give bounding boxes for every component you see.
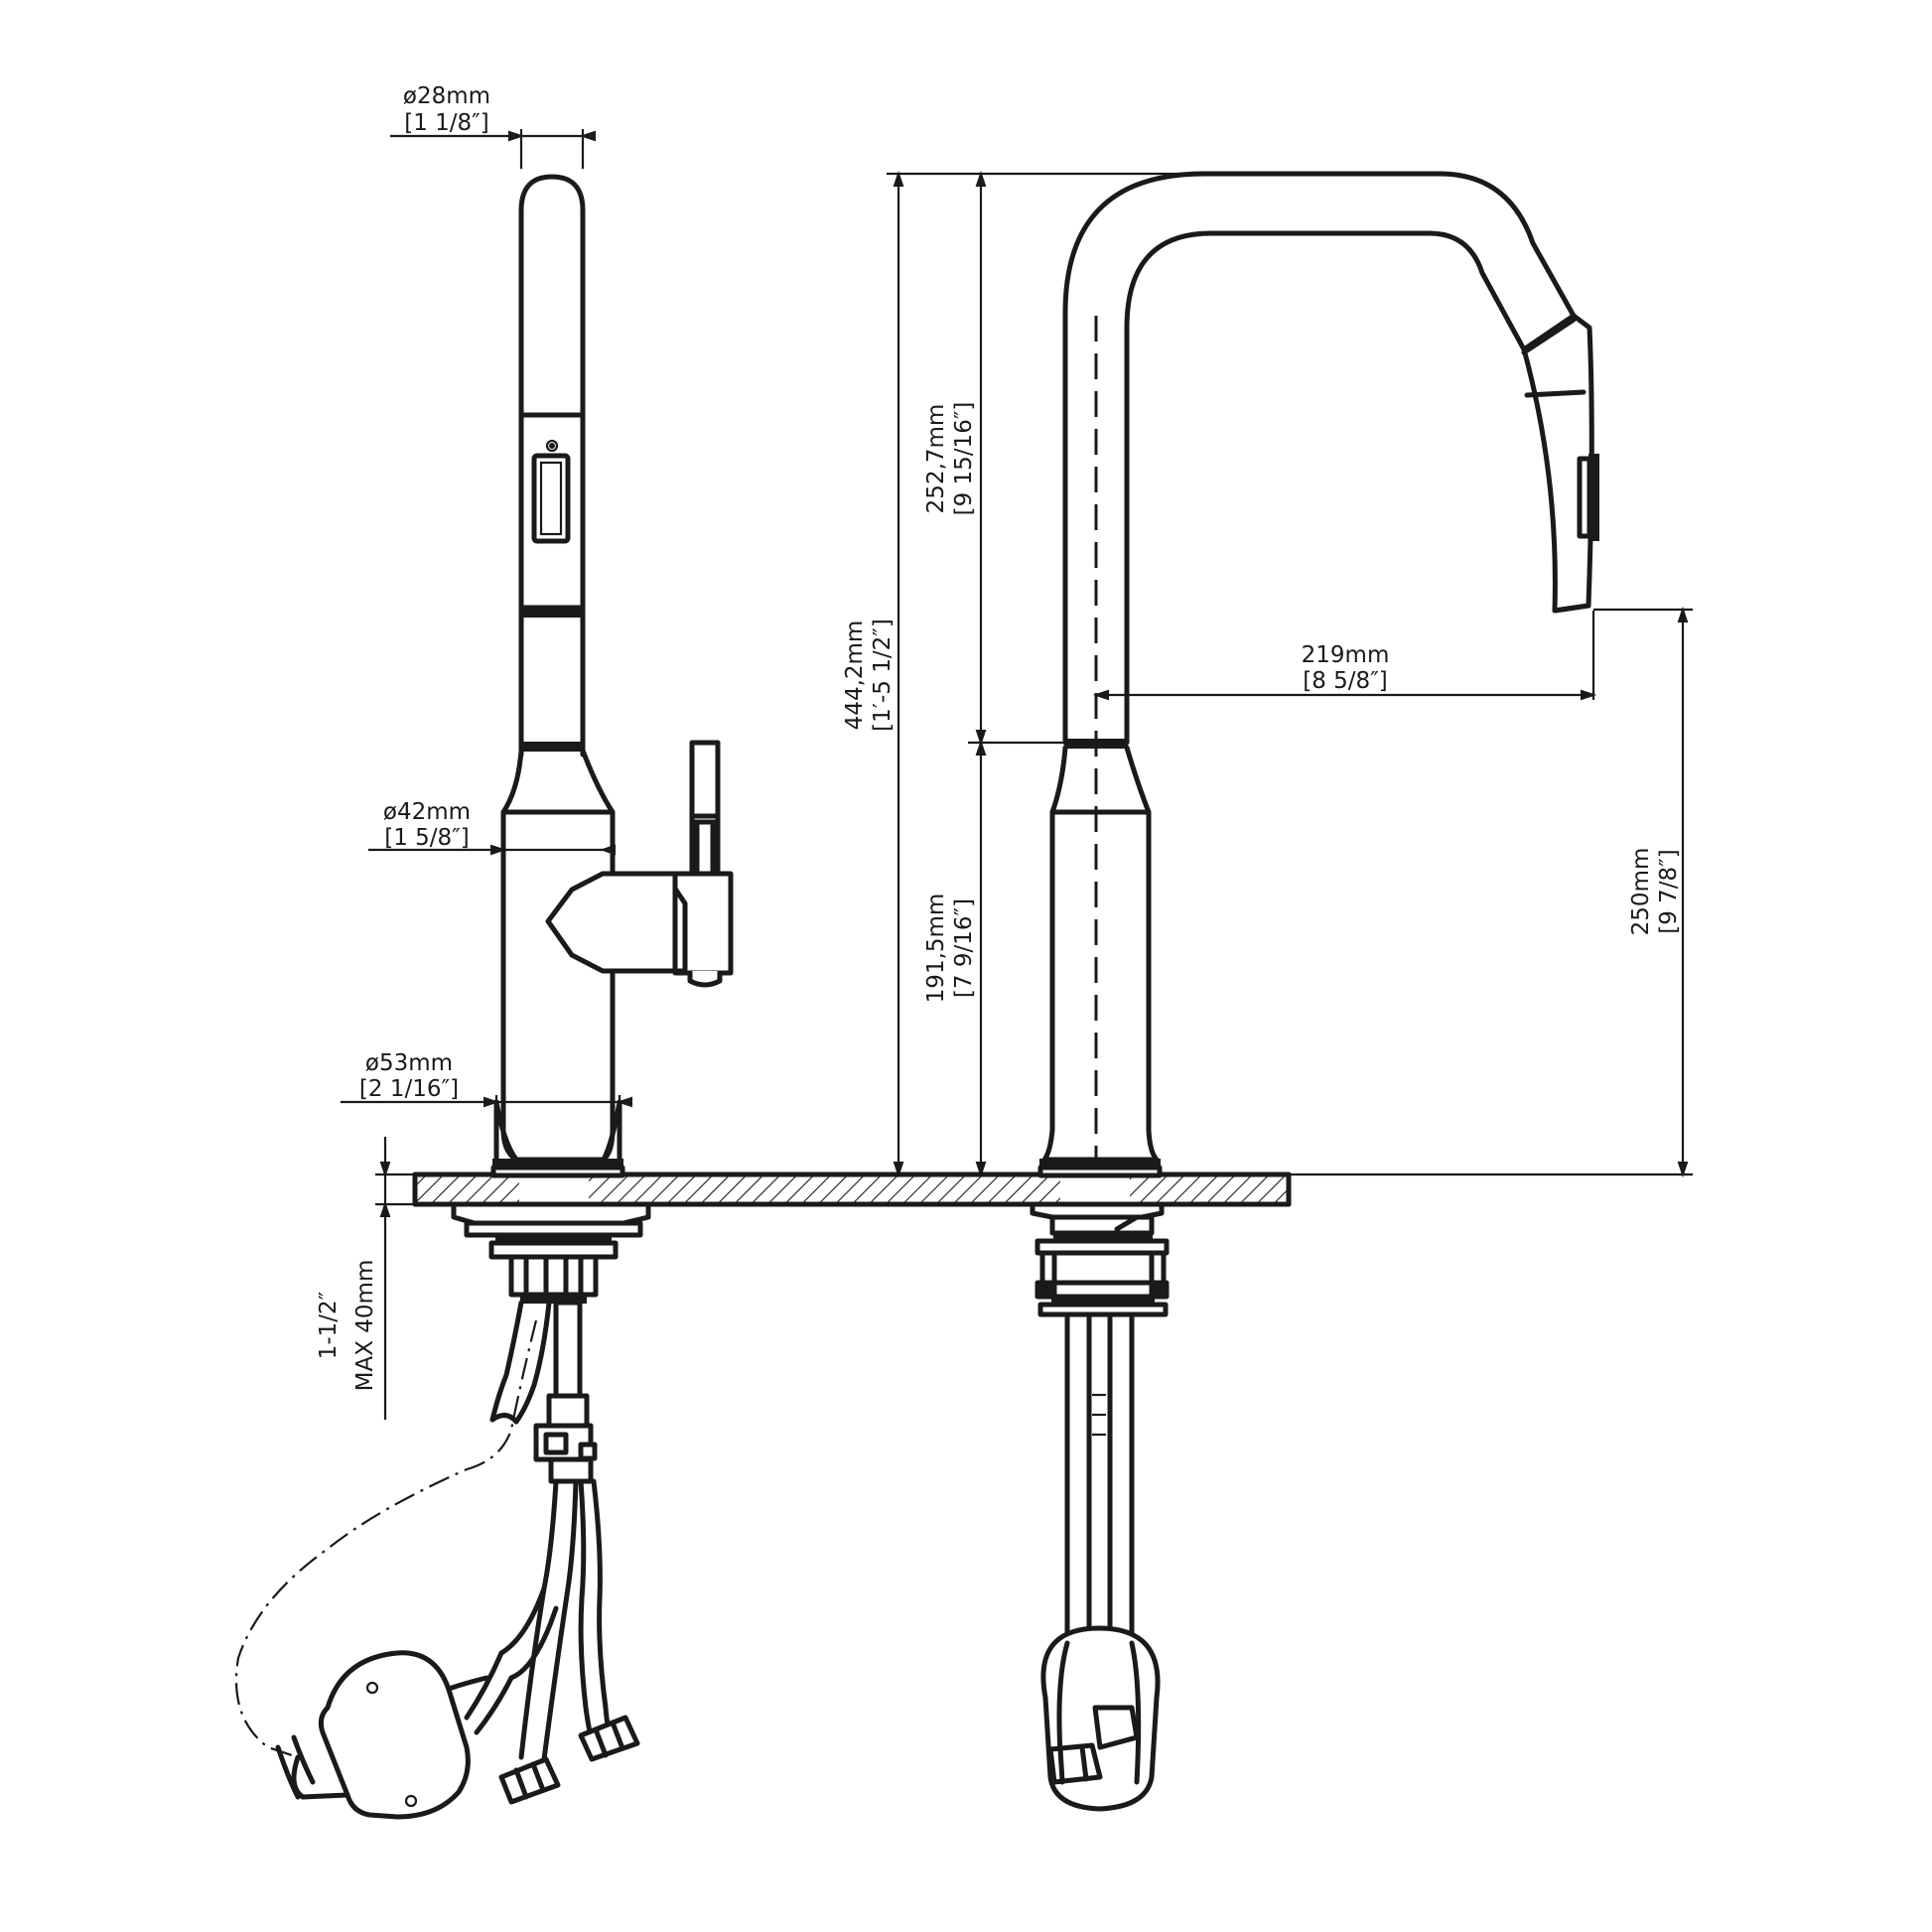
dim-mounting-thickness: 1-1/2″ MAX 40mm [316,1137,415,1420]
dim-body-height: 191,5mm [7 9/16″] [923,739,987,1178]
spout-reach-in: [8 5/8″] [1303,668,1388,694]
spout-diameter-in: [1 1/8″] [404,110,489,136]
spout-diameter-mm: ø28mm [403,83,490,109]
mounting-thickness-in: 1-1/2″ [316,1291,342,1359]
mounting-thickness-mm: MAX 40mm [352,1260,378,1392]
base-diameter-in: [2 1/16″] [359,1076,459,1102]
hose-weight [291,1650,489,1820]
front-spout [1062,171,1577,746]
body-height-in: [7 9/16″] [951,898,977,998]
spout-clearance-mm: 250mm [1628,848,1654,936]
base-diameter-mm: ø53mm [365,1050,453,1076]
body-diameter-mm: ø42mm [383,799,471,825]
front-faucet-body [1041,745,1160,1163]
supply-fitting-right [578,1715,640,1762]
spout-clearance-in: [9 7/8″] [1656,849,1682,934]
indicator-dot-icon [545,439,559,453]
supply-line-hot [578,1478,617,1755]
dim-spout-clearance: 250mm [9 7/8″] [1628,606,1689,1178]
side-pulldown-wand [518,174,586,758]
faucet-front-view [1030,171,1599,1812]
dim-overall-height: 444,2mm [1′-5 1/2″] [842,170,904,1178]
dim-spout-reach: 219mm [8 5/8″] [1092,642,1597,701]
body-height-mm: 191,5mm [923,894,949,1004]
pulldown-hose [489,1300,552,1425]
body-diameter-in: [1 5/8″] [384,825,470,851]
dim-spout-section-height: 252,7mm [9 15/16″] [923,170,987,747]
dim-body-diameter: ø42mm [1 5/8″] [368,799,616,856]
spout-reach-mm: 219mm [1302,642,1390,668]
hose-extended-path [234,1319,538,1759]
side-lever-handle [545,871,678,974]
faucet-side-view [234,174,734,1820]
spout-section-height-mm: 252,7mm [923,404,949,514]
overall-height-in: [1′-5 1/2″] [870,619,896,732]
spout-section-height-in: [9 15/16″] [951,402,977,516]
supply-fitting-left [498,1756,561,1805]
spray-button [531,453,571,544]
dim-spout-diameter: ø28mm [1 1/8″] [390,83,596,169]
overall-height-mm: 444,2mm [842,621,868,731]
dim-base-diameter: ø53mm [2 1/16″] [341,1050,632,1152]
front-supply-lines [1064,1311,1135,1686]
